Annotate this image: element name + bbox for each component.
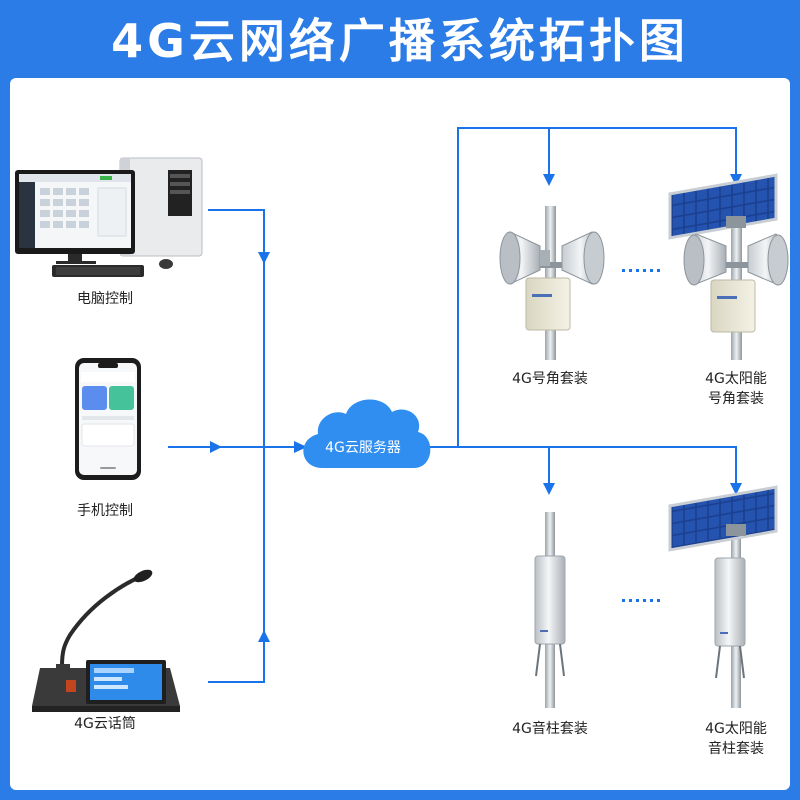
arrow-solar-horn [730, 174, 742, 186]
desktop-computer-icon [15, 157, 203, 277]
line-top-branch [457, 127, 737, 447]
server-label: 4G云服务器 [325, 440, 401, 456]
label-pc: 电脑控制 [77, 291, 133, 307]
arrowheads [210, 174, 742, 642]
arrow-horn [543, 174, 555, 186]
ellipsis-dots-bottom [622, 599, 660, 602]
label-solar-horn: 4G太阳能 号角套装 [705, 371, 767, 407]
arrow-solar-column [730, 483, 742, 495]
line-pc [208, 209, 265, 447]
arrow-mic-up [258, 630, 270, 642]
arrow-column [543, 483, 555, 495]
horn-speaker-pole-icon [499, 206, 605, 360]
arrow-pc-down [258, 252, 270, 264]
arrow-phone-right [210, 441, 222, 453]
line-bottom-branch [458, 446, 737, 487]
line-mic [208, 447, 265, 683]
label-column: 4G音柱套装 [512, 721, 588, 737]
page-title: 4G云网络广播系统拓扑图 [111, 14, 689, 68]
label-horn: 4G号角套装 [512, 371, 588, 387]
label-solar-column: 4G太阳能 音柱套装 [705, 721, 767, 757]
smartphone-icon [75, 358, 141, 480]
connection-lines [168, 127, 737, 683]
solar-horn-speaker-icon [668, 173, 789, 360]
ellipsis-dots-top [622, 269, 660, 272]
solar-column-speaker-icon [668, 485, 778, 708]
cloud-icon [303, 399, 431, 468]
label-phone: 手机控制 [77, 503, 133, 519]
column-speaker-pole-icon [534, 512, 566, 708]
arrow-server-in [294, 441, 307, 453]
paging-microphone-icon [32, 569, 180, 712]
label-mic: 4G云话筒 [74, 716, 136, 732]
